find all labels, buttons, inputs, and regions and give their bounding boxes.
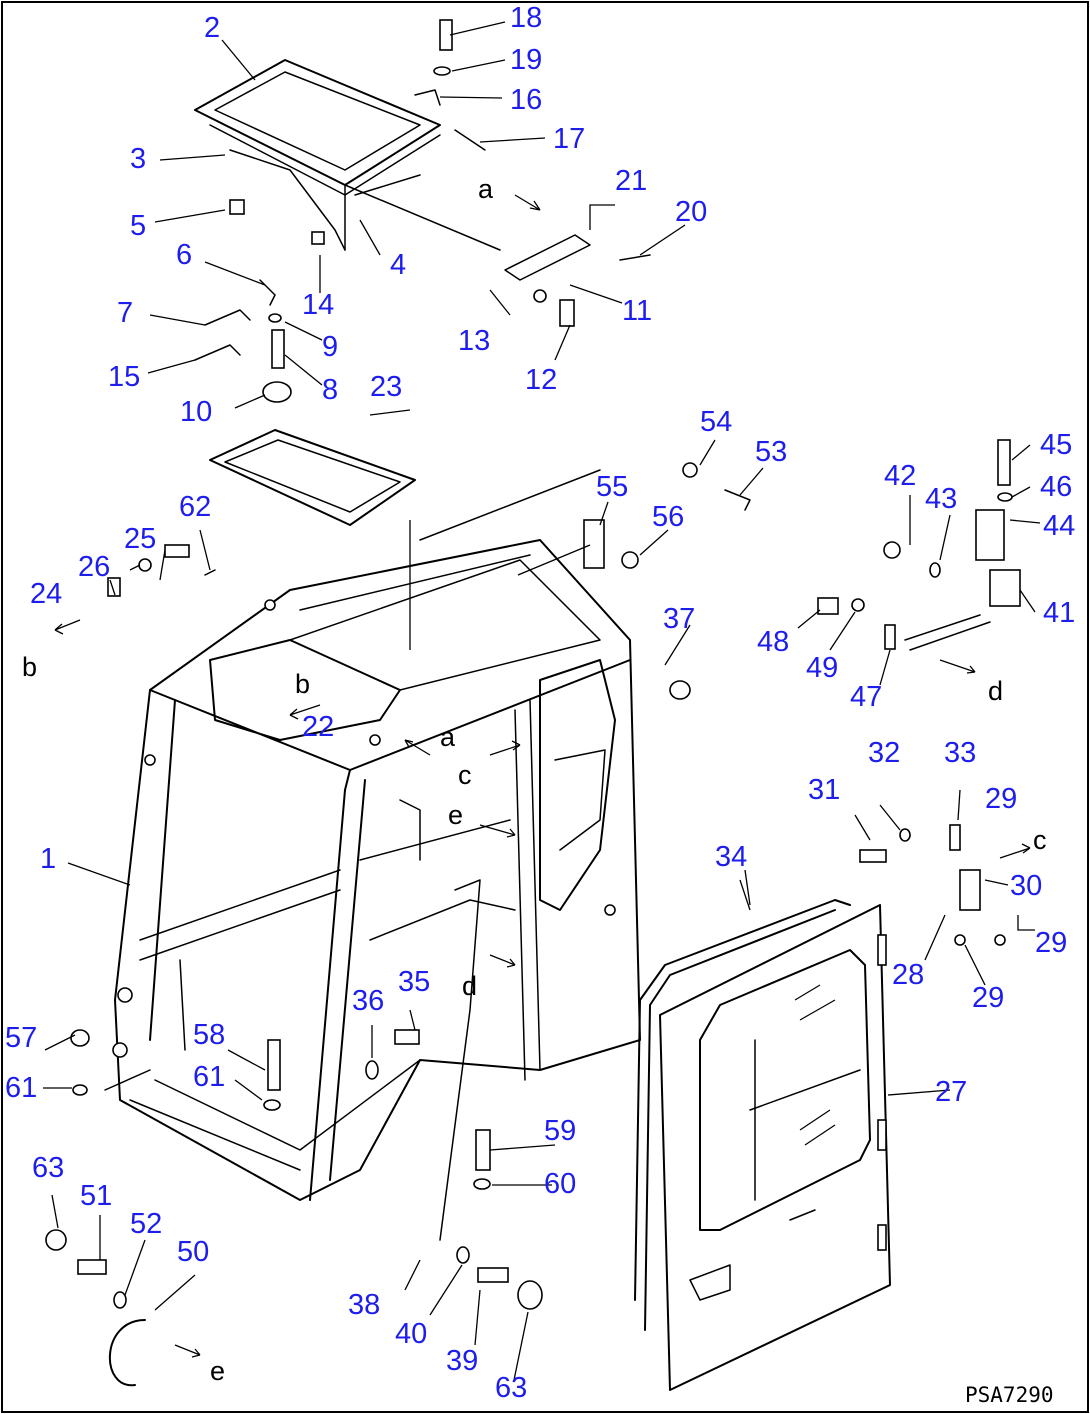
callout-16: 16 bbox=[510, 84, 542, 116]
callout-60: 60 bbox=[544, 1168, 576, 1200]
direction-label-d-cab: d bbox=[462, 971, 477, 1001]
callout-63a: 63 bbox=[32, 1152, 64, 1184]
callout-29b: 29 bbox=[1035, 927, 1067, 959]
callout-44: 44 bbox=[1043, 510, 1075, 542]
direction-label-b-left: b bbox=[22, 652, 37, 682]
drawing-code: PSA7290 bbox=[965, 1383, 1054, 1407]
callout-11: 11 bbox=[622, 295, 652, 327]
callout-52: 52 bbox=[130, 1208, 162, 1240]
callout-numbers: 1 2 3 4 5 6 7 8 9 10 11 12 13 14 15 16 1… bbox=[5, 2, 1075, 1404]
callout-9: 9 bbox=[322, 331, 338, 363]
callout-61b: 61 bbox=[193, 1061, 225, 1093]
callout-46: 46 bbox=[1040, 471, 1072, 503]
direction-label-e-cab: e bbox=[448, 800, 463, 830]
callout-43: 43 bbox=[925, 483, 957, 515]
callout-54: 54 bbox=[700, 406, 732, 438]
callout-2: 2 bbox=[204, 12, 220, 44]
direction-letters: a a b b c c d d e e bbox=[22, 174, 1047, 1386]
callout-21: 21 bbox=[615, 165, 647, 197]
callout-28: 28 bbox=[892, 959, 924, 991]
callout-51: 51 bbox=[80, 1180, 112, 1212]
callout-29a: 29 bbox=[985, 783, 1017, 815]
callout-56: 56 bbox=[652, 501, 684, 533]
callout-31: 31 bbox=[808, 774, 840, 806]
callout-5: 5 bbox=[130, 210, 146, 242]
direction-label-c-cab: c bbox=[458, 760, 472, 790]
callout-22: 22 bbox=[302, 711, 334, 743]
callout-41: 41 bbox=[1043, 597, 1075, 629]
callout-55: 55 bbox=[596, 471, 628, 503]
callout-37: 37 bbox=[663, 603, 695, 635]
small-hardware bbox=[45, 439, 1021, 1387]
direction-label-c-right: c bbox=[1033, 825, 1047, 855]
direction-arrows bbox=[54, 194, 1031, 1358]
callout-10: 10 bbox=[180, 396, 212, 428]
callout-50: 50 bbox=[177, 1236, 209, 1268]
callout-53: 53 bbox=[755, 436, 787, 468]
callout-38: 38 bbox=[348, 1289, 380, 1321]
callout-24: 24 bbox=[30, 578, 62, 610]
callout-29c: 29 bbox=[972, 982, 1004, 1014]
callout-14: 14 bbox=[302, 289, 334, 321]
callout-3: 3 bbox=[130, 143, 146, 175]
callout-30: 30 bbox=[1010, 870, 1042, 902]
callout-8: 8 bbox=[322, 374, 338, 406]
direction-label-b-roof: b bbox=[295, 669, 310, 699]
roof-hatch-assembly bbox=[194, 19, 651, 403]
direction-label-e-bottom: e bbox=[210, 1356, 225, 1386]
callout-63b: 63 bbox=[495, 1372, 527, 1404]
callout-4: 4 bbox=[390, 249, 406, 281]
callout-6: 6 bbox=[176, 239, 192, 271]
callout-18: 18 bbox=[510, 2, 542, 34]
callout-26: 26 bbox=[78, 551, 110, 583]
direction-label-d-right: d bbox=[988, 676, 1003, 706]
callout-62: 62 bbox=[179, 491, 211, 523]
callout-40: 40 bbox=[395, 1318, 427, 1350]
callout-27: 27 bbox=[935, 1076, 967, 1108]
callout-19: 19 bbox=[510, 44, 542, 76]
callout-32: 32 bbox=[868, 737, 900, 769]
cab-door bbox=[634, 899, 891, 1391]
callout-42: 42 bbox=[884, 460, 916, 492]
callout-12: 12 bbox=[525, 364, 557, 396]
callout-20: 20 bbox=[675, 196, 707, 228]
cab-frame bbox=[112, 469, 641, 1241]
callout-61a: 61 bbox=[5, 1072, 37, 1104]
callout-7: 7 bbox=[117, 297, 133, 329]
callout-17: 17 bbox=[553, 123, 585, 155]
callout-39: 39 bbox=[446, 1345, 478, 1377]
callout-1: 1 bbox=[40, 843, 56, 875]
callout-49: 49 bbox=[806, 652, 838, 684]
callout-34: 34 bbox=[715, 841, 747, 873]
callout-57: 57 bbox=[5, 1022, 37, 1054]
callout-45: 45 bbox=[1040, 429, 1072, 461]
callout-23: 23 bbox=[370, 371, 402, 403]
callout-15: 15 bbox=[108, 361, 140, 393]
callout-48: 48 bbox=[757, 626, 789, 658]
hatch-seal bbox=[209, 429, 416, 526]
leader-lines bbox=[43, 21, 1041, 1381]
callout-58: 58 bbox=[193, 1019, 225, 1051]
callout-13: 13 bbox=[458, 325, 490, 357]
callout-47: 47 bbox=[850, 681, 882, 713]
callout-25: 25 bbox=[124, 523, 156, 555]
callout-59: 59 bbox=[544, 1115, 576, 1147]
callout-33: 33 bbox=[944, 737, 976, 769]
callout-36: 36 bbox=[352, 985, 384, 1017]
direction-label-a-roof: a bbox=[440, 722, 456, 752]
callout-35: 35 bbox=[398, 966, 430, 998]
direction-label-a-top: a bbox=[478, 174, 494, 204]
